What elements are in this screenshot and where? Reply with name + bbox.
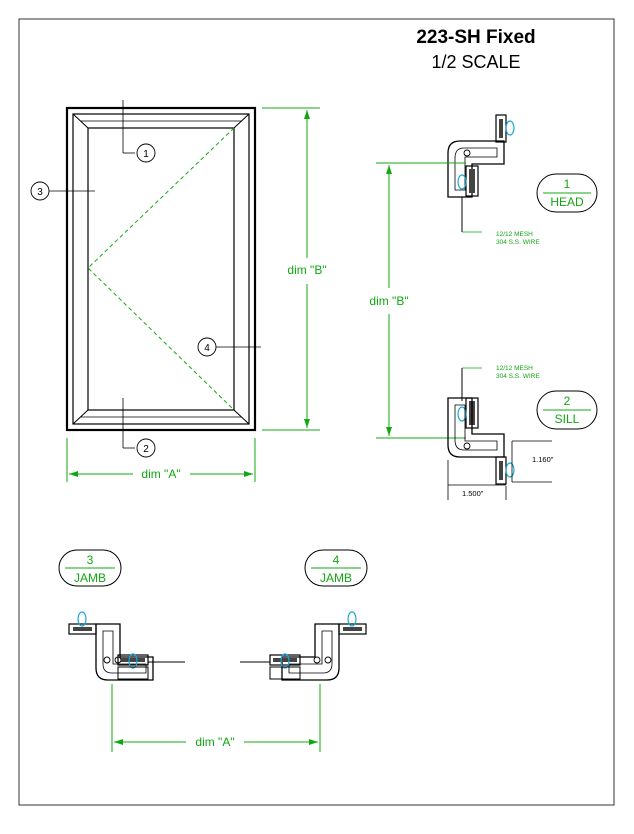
dim-a-elevation xyxy=(66,438,256,482)
sill-mesh-note-2: 304 S.S. WIRE xyxy=(496,373,540,380)
sill-detail-tag: 2 SILL xyxy=(536,390,598,430)
head-detail-tag: 1 HEAD xyxy=(536,173,598,213)
callout-2: 2 xyxy=(136,438,156,458)
head-section: 12/12 MESH 304 S.S. WIRE xyxy=(447,114,540,246)
svg-text:4: 4 xyxy=(333,553,340,567)
dim-b-label: dim "B" xyxy=(287,263,326,277)
hinge-indicator xyxy=(87,127,235,411)
jamb-right-tag: 4 JAMB xyxy=(304,549,368,587)
head-mesh-note-2: 304 S.S. WIRE xyxy=(496,239,540,246)
jamb-right-section xyxy=(240,611,367,681)
callout-4: 4 xyxy=(197,337,217,357)
jamb-left-section xyxy=(68,611,185,681)
head-mesh-note-1: 12/12 MESH xyxy=(496,231,533,238)
jamb-dim-a-label: dim "A" xyxy=(195,735,234,749)
svg-text:2: 2 xyxy=(564,394,571,408)
jamb-left-tag: 3 JAMB xyxy=(58,549,122,587)
drawing-title: 223-SH Fixed xyxy=(416,27,535,48)
dim-b-elevation xyxy=(262,107,320,431)
svg-text:SILL: SILL xyxy=(555,412,580,426)
glazing-edge xyxy=(87,127,235,411)
svg-text:HEAD: HEAD xyxy=(550,195,584,209)
sheet-border xyxy=(18,18,615,806)
drawing-scale: 1/2 SCALE xyxy=(431,52,520,72)
section-dim-b-label: dim "B" xyxy=(369,294,408,308)
callout-3: 3 xyxy=(30,181,50,201)
dim-b-section xyxy=(376,162,466,439)
frame-outer xyxy=(65,106,257,432)
frame-inner xyxy=(72,113,250,425)
sill-dim-height: 1.160" xyxy=(532,455,554,464)
svg-text:2: 2 xyxy=(143,444,149,455)
svg-text:1: 1 xyxy=(564,177,571,191)
sill-dim-width: 1.500" xyxy=(462,489,484,498)
window-elevation: 1 3 4 2 dim "B" xyxy=(30,100,327,482)
dim-a-label: dim "A" xyxy=(141,467,180,481)
dim-a-jamb xyxy=(111,684,321,752)
sill-mesh-note-1: 12/12 MESH xyxy=(496,365,533,372)
callout-1: 1 xyxy=(136,143,156,163)
svg-text:3: 3 xyxy=(37,187,43,198)
svg-text:3: 3 xyxy=(87,553,94,567)
sill-section: 12/12 MESH 304 S.S. WIRE 1.160" 1.500" xyxy=(447,365,554,500)
svg-text:JAMB: JAMB xyxy=(74,571,106,585)
svg-text:1: 1 xyxy=(143,149,149,160)
svg-text:JAMB: JAMB xyxy=(320,571,352,585)
svg-text:4: 4 xyxy=(204,343,210,354)
